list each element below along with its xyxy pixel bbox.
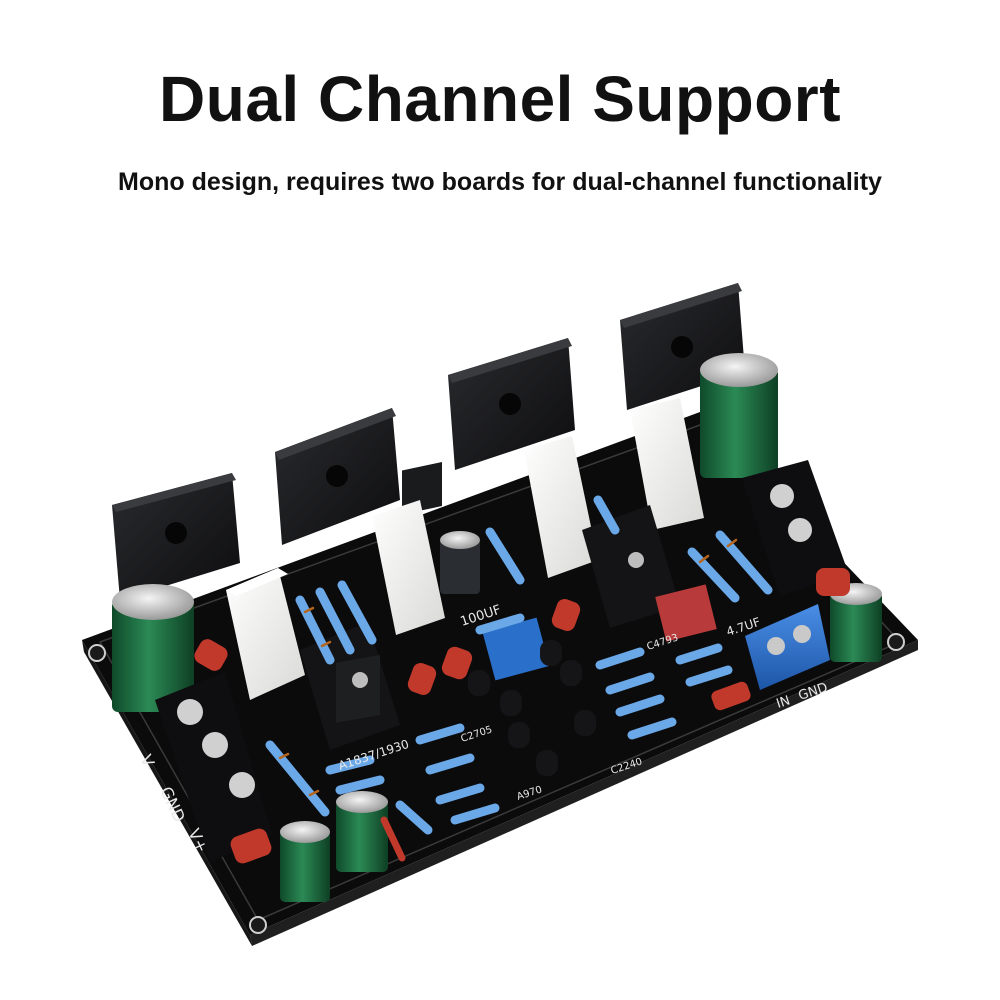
power-transistor — [275, 408, 400, 545]
silk-in: IN — [775, 693, 793, 711]
electrolytic-capacitor — [112, 584, 194, 712]
electrolytic-capacitor — [280, 821, 330, 902]
film-capacitors — [194, 568, 850, 864]
ceramic-block — [372, 500, 445, 635]
ceramic-block — [226, 568, 305, 700]
driver-transistor — [402, 462, 442, 515]
power-transistor — [448, 338, 575, 470]
resistors — [265, 495, 773, 835]
power-transistor — [112, 473, 240, 600]
input-terminal-block — [745, 604, 830, 690]
mounting-holes — [88, 633, 905, 934]
power-terminal-block — [155, 672, 272, 862]
page-title: Dual Channel Support — [159, 63, 841, 135]
ceramic-block — [630, 398, 704, 530]
page-subtitle: Mono design, requires two boards for dua… — [118, 168, 882, 196]
speaker-terminal-block — [742, 460, 848, 596]
diode — [380, 816, 406, 862]
signal-transistors — [468, 640, 596, 776]
trimmer-potentiometer — [482, 617, 550, 681]
electrolytic-capacitor — [700, 353, 778, 478]
electrolytic-capacitor — [440, 531, 480, 594]
electrolytic-capacitor — [336, 791, 388, 872]
ceramic-block — [524, 436, 598, 578]
silk-v-minus: V- — [136, 752, 160, 774]
